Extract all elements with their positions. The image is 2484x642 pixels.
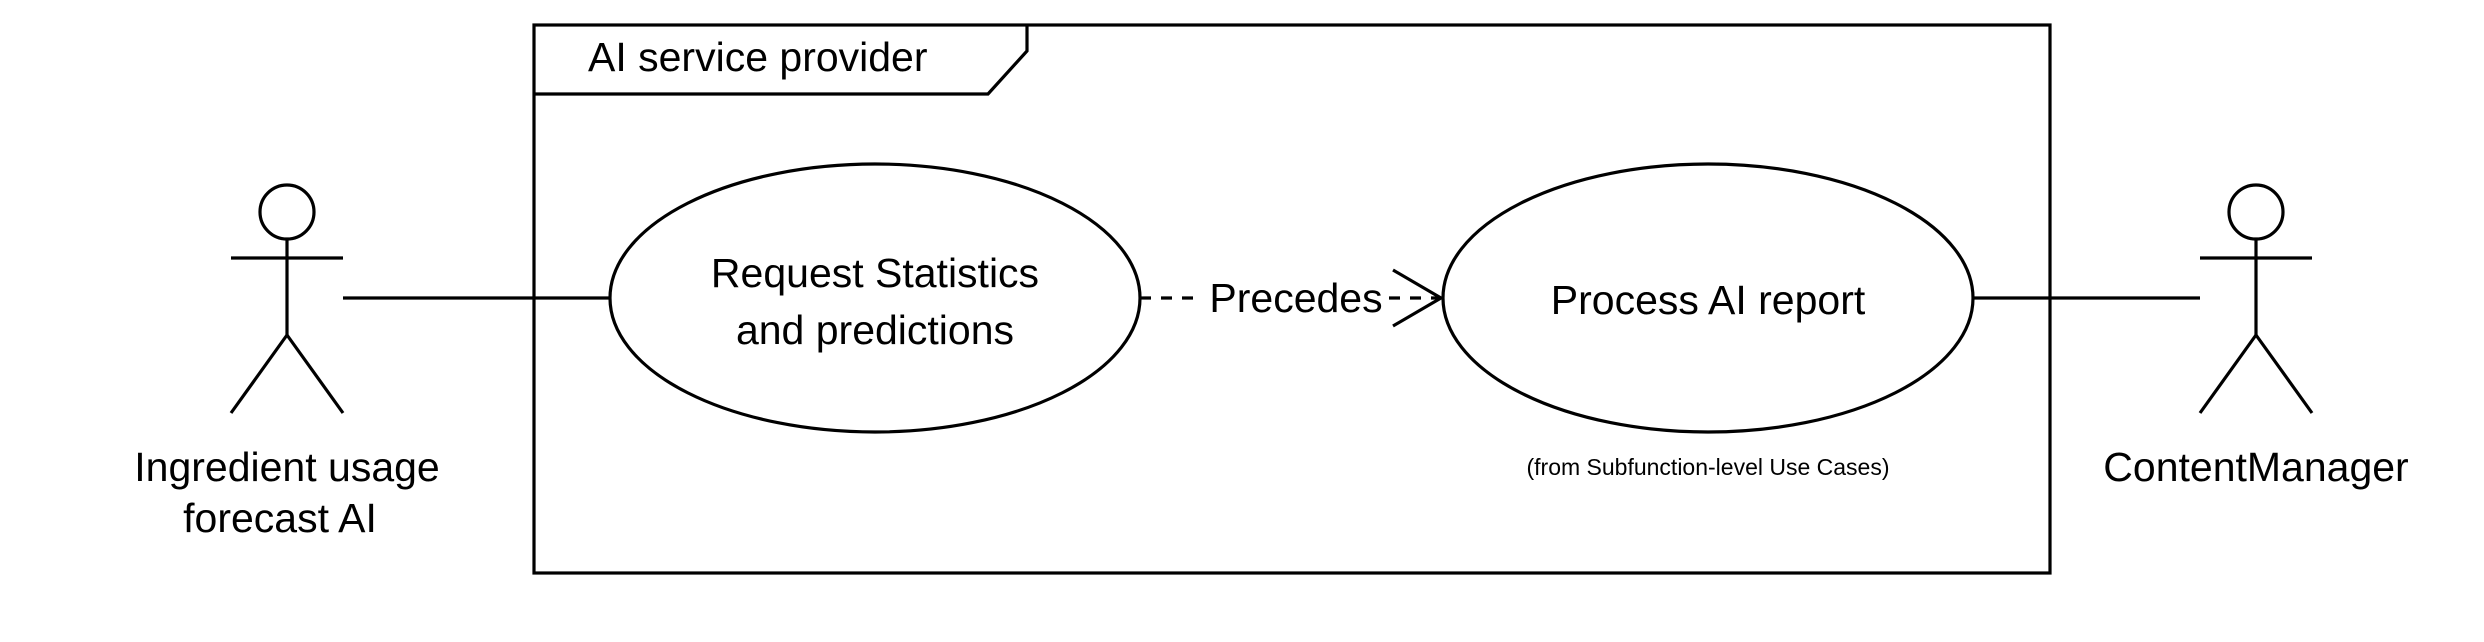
use-case-note: (from Subfunction-level Use Cases) bbox=[1526, 454, 1889, 480]
actor-left-leg bbox=[229, 334, 289, 414]
use-case-label-line2: and predictions bbox=[736, 307, 1014, 353]
actor-name-line2: forecast AI bbox=[183, 495, 377, 541]
use-case-request-statistics[interactable]: Request Statistics and predictions bbox=[608, 162, 1142, 434]
actor-head bbox=[258, 183, 316, 241]
actor-name-line1: Ingredient usage bbox=[134, 444, 439, 490]
actor-name: ContentManager bbox=[2103, 444, 2408, 490]
actor-ingredient-forecast-ai[interactable]: Ingredient usage forecast AI bbox=[134, 183, 440, 541]
boundary-label: AI service provider bbox=[588, 34, 928, 80]
actor-right-leg bbox=[285, 334, 345, 414]
system-boundary: AI service provider bbox=[532, 23, 2052, 575]
use-case-process-ai-report[interactable]: Process AI report (from Subfunction-leve… bbox=[1441, 162, 1975, 480]
actor-left-leg bbox=[2198, 334, 2258, 414]
use-case-ellipse bbox=[608, 162, 1142, 434]
dependency-arrowhead-icon bbox=[1392, 268, 1445, 328]
actor-head bbox=[2227, 183, 2285, 241]
use-case-label: Process AI report bbox=[1551, 277, 1866, 323]
use-case-label-line1: Request Statistics bbox=[711, 250, 1039, 296]
dependency-precedes[interactable]: Precedes bbox=[1140, 268, 1445, 328]
actor-content-manager[interactable]: ContentManager bbox=[2103, 183, 2409, 490]
actor-right-leg bbox=[2254, 334, 2314, 414]
boundary-label-tab bbox=[534, 25, 1029, 96]
dependency-label: Precedes bbox=[1209, 275, 1382, 321]
